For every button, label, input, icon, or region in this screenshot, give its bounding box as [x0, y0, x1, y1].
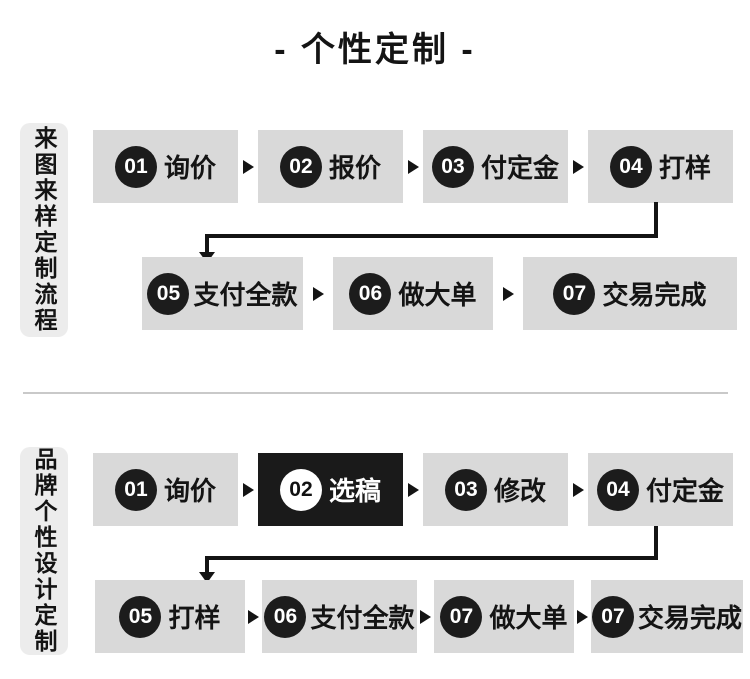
step-label: 打样	[168, 603, 221, 633]
step-number-badge: 03	[444, 468, 487, 511]
step-number-badge: 07	[553, 272, 596, 315]
section1-vertical-label: 来图来样定制流程	[20, 123, 68, 337]
section2-row2: 05 打样 06 支付全款 07 做大单 07 交易完成	[95, 580, 743, 653]
step-box: 01 询价	[93, 453, 238, 526]
connector-line-horizontal	[205, 234, 658, 238]
section2-row1: 01 询价 02 选稿 03 修改 04 付定金	[93, 453, 733, 526]
section1-row1: 01 询价 02 报价 03 付定金 04 打样	[93, 130, 733, 203]
arrow-right-glyph	[502, 286, 514, 301]
step-label: 做大单	[398, 280, 477, 310]
arrow-right-icon	[238, 159, 258, 174]
step-number-badge: 04	[596, 468, 639, 511]
step-label: 交易完成	[602, 280, 707, 310]
step-box-highlighted: 02 选稿	[258, 453, 403, 526]
step-box: 04 打样	[588, 130, 733, 203]
step-label: 付定金	[645, 476, 724, 506]
step-box: 05 支付全款	[142, 257, 303, 330]
step-box: 03 付定金	[423, 130, 568, 203]
arrow-right-glyph	[242, 482, 254, 497]
section-divider	[23, 392, 728, 394]
section2-label-text: 品牌个性设计定制	[31, 447, 57, 655]
connector-line-horizontal	[205, 556, 658, 560]
section1-label-text: 来图来样定制流程	[31, 126, 57, 334]
step-number-badge: 01	[114, 468, 157, 511]
arrow-right-glyph	[572, 159, 584, 174]
page-title: - 个性定制 -	[274, 31, 476, 69]
step-box: 05 打样	[95, 580, 245, 653]
arrow-right-glyph	[242, 159, 254, 174]
step-label: 打样	[658, 153, 711, 183]
arrow-right-glyph	[572, 482, 584, 497]
step-number-badge: 06	[264, 595, 307, 638]
step-label: 报价	[328, 153, 381, 183]
step-label: 支付全款	[310, 603, 415, 633]
step-number-badge: 06	[349, 272, 392, 315]
arrow-right-icon	[403, 159, 423, 174]
connector-line-vertical	[205, 234, 209, 254]
arrow-right-glyph	[407, 482, 419, 497]
arrow-right-icon	[568, 482, 588, 497]
arrow-right-icon	[574, 609, 591, 624]
step-number-badge: 04	[609, 145, 652, 188]
step-number-badge: 07	[440, 595, 483, 638]
arrow-right-icon	[417, 609, 434, 624]
step-box: 07 做大单	[434, 580, 574, 653]
connector-line-vertical	[654, 526, 658, 560]
connector-line-vertical	[654, 202, 658, 238]
step-box: 06 支付全款	[262, 580, 417, 653]
step-label: 询价	[163, 476, 216, 506]
step-label: 支付全款	[193, 280, 298, 310]
arrow-right-icon	[493, 286, 523, 301]
step-number-badge: 07	[591, 595, 634, 638]
arrow-right-icon	[568, 159, 588, 174]
arrow-right-icon	[303, 286, 333, 301]
arrow-down-icon	[199, 572, 215, 583]
step-label: 做大单	[489, 603, 568, 633]
step-label: 选稿	[328, 476, 381, 506]
arrow-right-icon	[245, 609, 262, 624]
arrow-right-icon	[238, 482, 258, 497]
step-label: 交易完成	[637, 603, 742, 633]
step-number-badge: 05	[119, 595, 162, 638]
step-box: 04 付定金	[588, 453, 733, 526]
step-number-badge: 02	[279, 145, 322, 188]
arrow-right-glyph	[577, 609, 588, 624]
step-box: 01 询价	[93, 130, 238, 203]
step-label: 询价	[163, 153, 216, 183]
step-box: 02 报价	[258, 130, 403, 203]
step-number-badge: 03	[431, 145, 474, 188]
section1-row2: 05 支付全款 06 做大单 07 交易完成	[142, 257, 737, 330]
step-label: 修改	[493, 476, 546, 506]
arrow-right-glyph	[248, 609, 259, 624]
connector-line-vertical	[205, 556, 209, 574]
step-number-badge: 05	[147, 272, 190, 315]
arrow-right-icon	[403, 482, 423, 497]
step-number-badge: 02	[279, 468, 322, 511]
arrow-right-glyph	[420, 609, 431, 624]
arrow-right-glyph	[407, 159, 419, 174]
arrow-right-glyph	[312, 286, 324, 301]
step-number-badge: 01	[114, 145, 157, 188]
step-label: 付定金	[480, 153, 559, 183]
section2-vertical-label: 品牌个性设计定制	[20, 447, 68, 655]
step-box: 07 交易完成	[523, 257, 737, 330]
step-box: 06 做大单	[333, 257, 493, 330]
step-box: 07 交易完成	[591, 580, 743, 653]
step-box: 03 修改	[423, 453, 568, 526]
